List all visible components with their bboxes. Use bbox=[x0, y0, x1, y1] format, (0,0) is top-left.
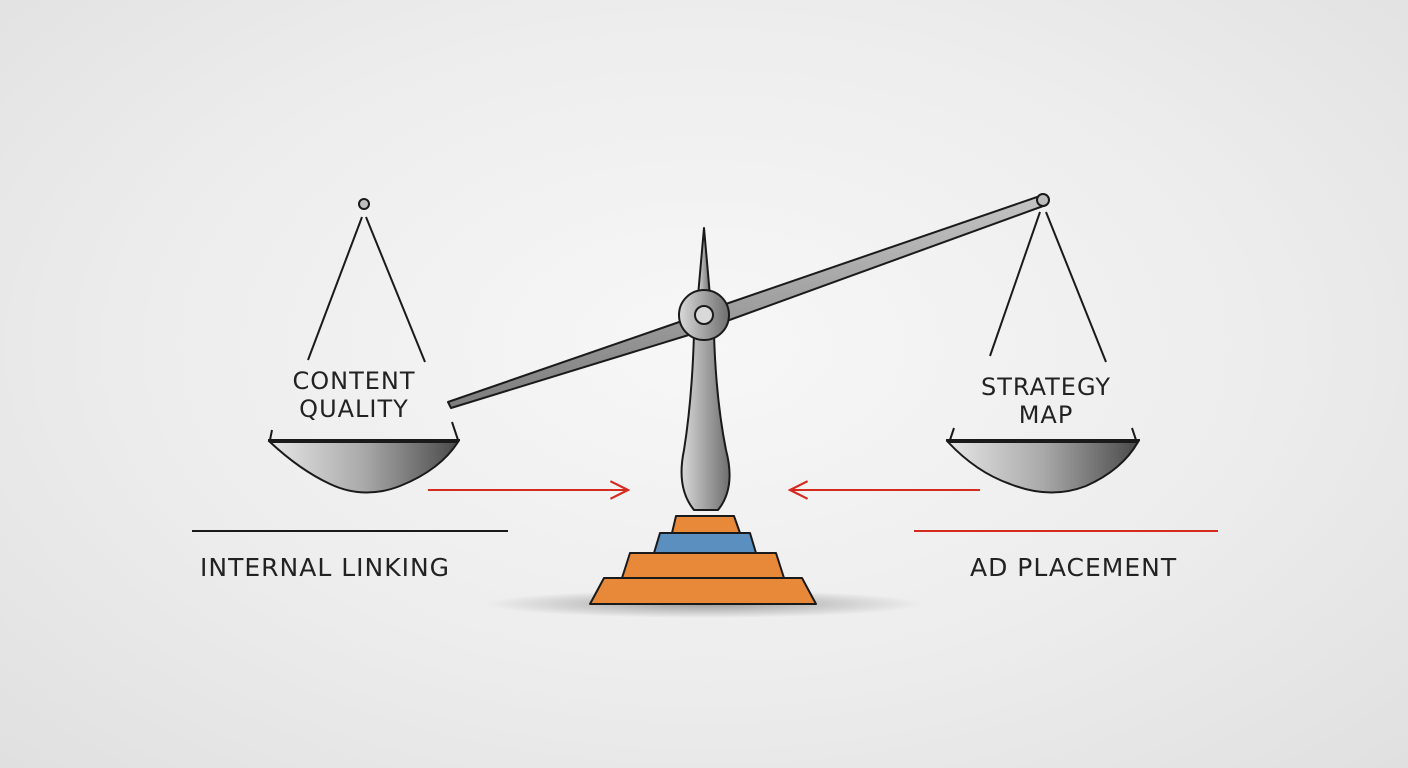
right-axis-label: AD PLACEMENT bbox=[970, 553, 1178, 582]
right-pan-label-line1: STRATEGY bbox=[980, 373, 1112, 401]
right-beam-hook bbox=[1036, 193, 1050, 207]
left-pan-bowl bbox=[267, 441, 460, 494]
scale-base bbox=[589, 515, 817, 605]
left-pan-rim-tick-left bbox=[269, 429, 273, 441]
post-body bbox=[680, 333, 731, 511]
pivot-center bbox=[694, 305, 714, 325]
right-pan bbox=[945, 211, 1140, 494]
right-pan-rim-tick-left bbox=[949, 427, 955, 441]
left-pan-string-left bbox=[307, 216, 363, 361]
right-pan-rim-tick-right bbox=[1131, 427, 1137, 441]
base-tier-bottom bbox=[589, 577, 817, 605]
right-pan-string-left bbox=[989, 211, 1041, 357]
post-spire bbox=[697, 227, 711, 297]
left-pan-label: CONTENT QUALITY bbox=[234, 367, 474, 423]
left-pan-string-right bbox=[365, 216, 426, 363]
left-axis-label: INTERNAL LINKING bbox=[200, 553, 451, 582]
left-pan bbox=[267, 198, 460, 494]
right-pan-bowl bbox=[945, 441, 1140, 494]
left-pan-label-line1: CONTENT bbox=[292, 367, 416, 395]
left-pan-label-line2: QUALITY bbox=[299, 394, 409, 423]
base-tier-middle bbox=[621, 552, 785, 579]
left-pan-rim-tick-right bbox=[451, 421, 459, 441]
base-tier-top bbox=[671, 515, 741, 534]
right-pan-label-line2: MAP bbox=[1018, 400, 1074, 429]
central-post bbox=[678, 227, 731, 511]
right-pan-string-right bbox=[1045, 211, 1107, 363]
right-pan-label: STRATEGY MAP bbox=[926, 373, 1166, 429]
left-pan-hook bbox=[358, 198, 370, 210]
base-tier-blue bbox=[653, 532, 757, 554]
